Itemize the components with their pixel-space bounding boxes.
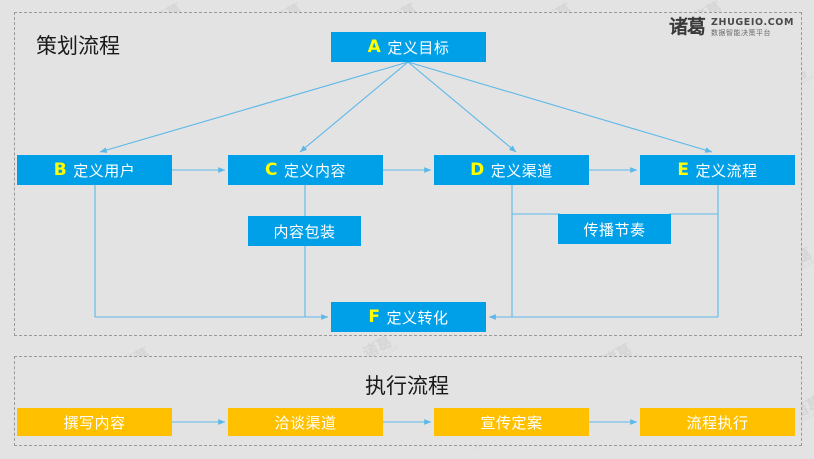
node-label-rhythm: 传播节奏 (583, 220, 646, 239)
plan-node-E[interactable]: E 定义流程 (640, 155, 795, 185)
node-label-e3: 宣传定案 (480, 413, 543, 432)
plan-node-A[interactable]: A 定义目标 (331, 32, 486, 62)
exec-node-e2[interactable]: 洽谈渠道 (228, 408, 383, 436)
plan-node-rhythm[interactable]: 传播节奏 (558, 214, 671, 244)
wire-a-to-d (407, 61, 517, 153)
plan-node-pkg[interactable]: 内容包装 (248, 216, 361, 246)
wire-a-to-e (407, 61, 713, 153)
node-label-E: 定义流程 (695, 161, 758, 180)
node-tag-D: D (470, 160, 485, 180)
logo-wordmark: ZHUGEIO.COM 数据智能决策平台 (711, 17, 794, 37)
wire-a-to-b (99, 61, 409, 153)
node-label-F: 定义转化 (386, 308, 449, 327)
node-label-B: 定义用户 (73, 161, 136, 180)
zhugeio-logo[interactable]: 诸葛 ZHUGEIO.COM 数据智能决策平台 (669, 16, 794, 38)
node-label-e1: 撰写内容 (63, 413, 126, 432)
wire-a-to-c (299, 61, 409, 153)
node-tag-C: C (265, 160, 278, 180)
node-label-D: 定义渠道 (490, 161, 553, 180)
node-label-e4: 流程执行 (686, 413, 749, 432)
node-tag-F: F (368, 307, 381, 327)
node-label-e2: 洽谈渠道 (274, 413, 337, 432)
node-label-C: 定义内容 (283, 161, 346, 180)
exec-node-e1[interactable]: 撰写内容 (17, 408, 172, 436)
exec-node-e4[interactable]: 流程执行 (640, 408, 795, 436)
node-tag-E: E (677, 160, 690, 180)
logo-tagline: 数据智能决策平台 (711, 28, 772, 37)
planning-flow-title: 策划流程 (36, 34, 120, 58)
node-label-pkg: 内容包装 (273, 222, 336, 241)
plan-node-D[interactable]: D 定义渠道 (434, 155, 589, 185)
plan-node-B[interactable]: B 定义用户 (17, 155, 172, 185)
logo-mark: 诸葛 (669, 16, 706, 38)
plan-node-F[interactable]: F 定义转化 (331, 302, 486, 332)
exec-node-e3[interactable]: 宣传定案 (434, 408, 589, 436)
logo-domain: ZHUGEIO.COM (711, 17, 794, 29)
node-label-A: 定义目标 (387, 38, 450, 57)
node-tag-B: B (53, 160, 68, 180)
plan-node-C[interactable]: C 定义内容 (228, 155, 383, 185)
execution-flow-title: 执行流程 (365, 374, 449, 398)
node-tag-A: A (367, 37, 382, 57)
